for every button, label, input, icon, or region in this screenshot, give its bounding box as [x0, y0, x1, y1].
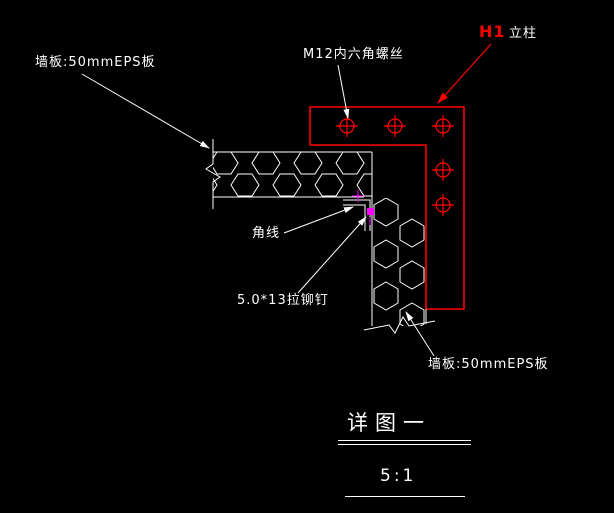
label-h1: H1 [479, 22, 506, 41]
title-rule-top [338, 440, 471, 441]
bolt-hole [384, 115, 406, 137]
leader-h1 [437, 43, 492, 104]
label-wall-panel-top: 墙板:50mmEPS板 [35, 55, 156, 70]
grip-markers [352, 190, 374, 225]
label-rivet: 5.0*13拉铆钉 [237, 293, 329, 308]
wall-panel-vertical [363, 152, 436, 334]
snap-cross-icon [352, 190, 364, 202]
eps-core-hatch-vertical [373, 198, 425, 326]
wall-panel-horizontal [205, 139, 372, 209]
scale-rule [345, 496, 465, 497]
label-column: 立柱 [509, 26, 538, 41]
detail-title: 详图一 [347, 411, 431, 435]
bolt-holes [336, 115, 454, 216]
corner-trim [343, 199, 371, 231]
leader-wall-bottom [405, 311, 435, 357]
break-line-bottom [363, 316, 436, 334]
bolt-hole [432, 194, 454, 216]
bolt-hole [336, 115, 358, 137]
bolt-hole [432, 115, 454, 137]
label-corner-trim: 角线 [252, 226, 281, 241]
grip-square-icon [367, 208, 374, 215]
leader-wall-top [81, 73, 210, 149]
label-wall-panel-bottom: 墙板:50mmEPS板 [428, 357, 549, 372]
leader-rivet [297, 216, 367, 294]
eps-core-hatch-horizontal [213, 152, 372, 197]
title-rule-bottom [338, 444, 471, 445]
leader-lines [81, 43, 492, 357]
h1-column-angle [309, 106, 465, 310]
detail-scale: 5:1 [380, 466, 417, 486]
break-line-left [205, 139, 221, 209]
leader-screw [337, 64, 350, 119]
label-m12-screw: M12内六角螺丝 [303, 47, 404, 62]
leader-corner-trim [283, 206, 354, 234]
bolt-hole [432, 159, 454, 181]
